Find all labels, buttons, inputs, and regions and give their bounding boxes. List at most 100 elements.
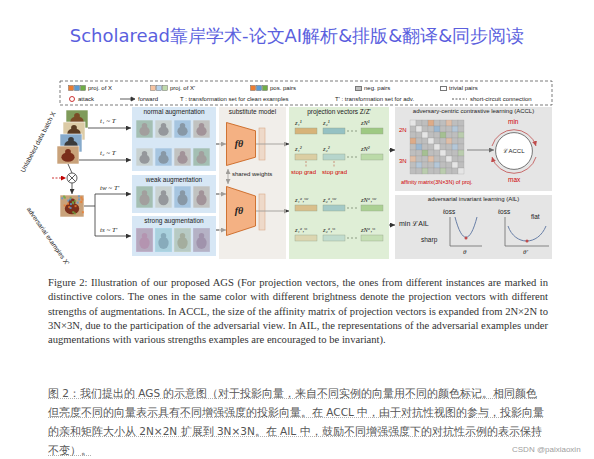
adversarial-noise [61,197,63,199]
figure-art [68,199,75,206]
legend-text: short-circuit connection [470,96,532,102]
figure-caption: Figure 2: Illustration of our proposed A… [48,276,548,347]
augmentation-panel: strong augmentation [132,216,216,256]
figure-label: z₁ᵃ,ˢʷ [295,196,308,203]
legend-item: attack [68,95,94,103]
translated-caption: 图 2：我们提出的 AGS 的示意图（对于投影向量，来自不同实例的向量用不同的颜… [48,384,548,459]
legend-sample-square [75,86,80,91]
adversarial-noise [72,202,74,204]
legend-sample-square [157,86,162,91]
attack-icon [70,97,75,102]
projection-panel: projection vectors Z/Z' [289,107,389,259]
watermark: CSDN @paixiaoxin [512,445,581,454]
figure-label: z₁ᵃ,ˢˢ [295,226,307,233]
legend-text: proj. of X' [170,85,195,91]
panel-heading: projection vectors Z/Z' [289,107,389,115]
adversarial-noise [80,201,82,203]
panel-heading: adversarial invariant learning (AIL) [395,195,552,203]
figure-label: Unlabeled data batch X [19,110,57,173]
adversarial-noise [75,205,77,207]
encoder-trapezoid: fθ [226,186,256,236]
loss-panel: adversary-centric contrastive learning (… [395,107,552,191]
image-thumbnail [60,195,84,217]
legend-swatch [355,86,362,91]
legend-swatch [440,86,447,91]
wire [88,128,131,129]
augmentation-panel: weak augmentation [132,175,216,213]
wire [84,194,131,206]
wire [52,178,66,179]
figure-art [65,149,71,155]
adversarial-noise [77,202,79,204]
circle-outline [496,133,533,170]
wire [79,160,131,161]
figure-label: tw ~ T' [100,184,119,192]
node-label: fθ [235,205,244,217]
wire [95,206,131,236]
legend-item: trivial pairs [440,84,478,92]
legend-sample-square [163,86,168,91]
legend-text: forward [138,96,158,102]
adversarial-noise [70,207,72,209]
forward-arrow-sample [120,97,135,101]
adversarial-noise [64,204,66,206]
legend-sample [68,85,86,91]
figure-label: zNᵃ,ˢʷ [361,196,376,203]
adversarial-noise [74,212,76,214]
augmentation-panel: normal augmentation [132,107,216,171]
figure-label: z₂² [323,145,330,152]
legend-item: T : transformation set for clean example… [180,95,289,103]
figure-label: flat [531,213,540,220]
wire [72,183,73,194]
figure-label: zNᵃ,ˢˢ [361,226,375,233]
multiply-symbol [67,173,77,183]
node-label: fθ [235,138,244,150]
legend-text: trivial pairs [449,85,478,91]
figure-label: affinity matrix(3N×3N) of proj. [401,179,473,185]
page-title: Scholaread靠岸学术-论文AI解析&排版&翻译&同步阅读 [0,24,594,48]
legend-sample-square [263,86,268,91]
adversarial-noise [82,211,84,213]
legend-sample [120,96,136,102]
figure-label: 2N [399,127,407,134]
panel-heading: strong augmentation [132,216,216,224]
figure-label: ℓoss [443,208,455,215]
trapezoid-outline [227,123,256,166]
figure-label: min [508,118,518,125]
legend-text: T : transformation set for clean example… [180,96,289,102]
figure-label: t₂ ~ T [100,149,116,157]
adversarial-noise [70,197,72,199]
panel-heading: adversary-centric contrastive learning (… [395,107,552,115]
figure-label: θ [463,248,466,256]
adversarial-noise [70,203,72,205]
panel-heading: substitute model [219,107,286,115]
figure-label: ts ~ T' [100,226,117,234]
adversarial-noise [74,200,76,202]
adversarial-noise [69,198,71,200]
legend-item: forward [120,95,158,103]
adversarial-noise [63,196,65,198]
figure-label: θ' [523,248,528,256]
legend-sample [68,96,76,102]
panel-heading: weak augmentation [132,175,216,183]
figure-label: stop grad [322,169,347,176]
legend-sample [452,96,468,102]
legend-item: proj. of X [68,84,112,92]
figure-art [71,125,77,131]
figure-label: sharp [421,236,437,243]
dashed-line-sample [452,99,467,100]
figure-label: shared weights [232,171,272,178]
figure-label: adversarial examples X' [25,206,71,267]
node-label: ℒACCL [503,148,524,155]
loss-circle: ℒACCL [495,132,533,170]
encoder-trapezoid: fθ [226,122,256,166]
legend-sample [150,85,168,91]
adversarial-noise [78,195,80,197]
adversarial-noise [78,198,80,200]
legend-text: pos. pairs [270,85,296,91]
wire [69,175,76,182]
figure-label: zN² [361,145,370,152]
legend-frame [60,81,552,105]
figure-label: z₁¹ [295,119,302,126]
